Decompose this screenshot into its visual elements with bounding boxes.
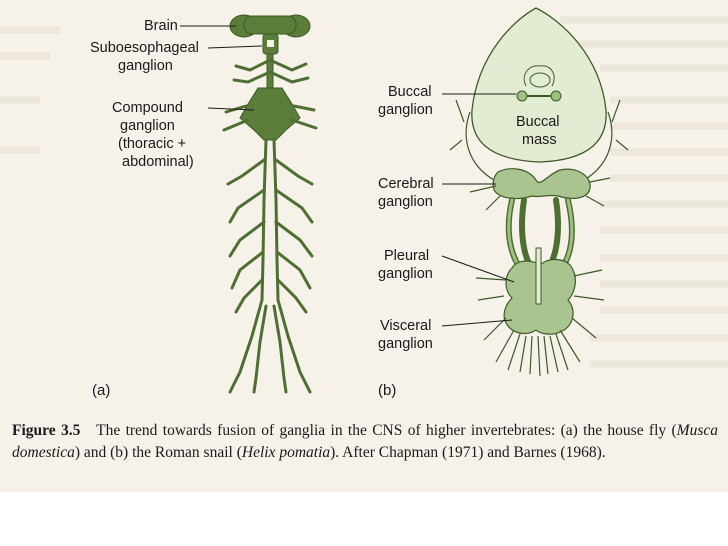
figure-scan: Brain Suboesophageal ganglion Compound g… [0, 0, 728, 492]
snail-label-cerebral-line2: ganglion [378, 194, 433, 210]
fly-label-brain: Brain [144, 18, 178, 34]
panel-label-a: (a) [92, 382, 111, 399]
snail-label-pleural-line2: ganglion [378, 266, 433, 282]
panel-label-b: (b) [378, 382, 397, 399]
snail-label-cerebral-line1: Cerebral [378, 176, 434, 192]
fly-label-compound-line4: abdominal) [122, 154, 194, 170]
nervous-system-diagram [0, 7, 728, 394]
caption-text-1: The trend towards fusion of ganglia in t… [96, 422, 677, 439]
fly-label-compound-line3: (thoracic + [118, 136, 187, 152]
caption-species-fly: Musca domestica [12, 422, 718, 461]
figure-number: Figure 3.5 [12, 422, 81, 439]
snail-label-visceral-line2: ganglion [378, 336, 433, 352]
snail-buccal-ganglion-left [516, 90, 528, 102]
caption-text-3: ). After Chapman (1971) and Barnes (1968… [330, 444, 606, 461]
fly-label-suboesophageal-line1: Suboesophageal [90, 40, 199, 56]
fly-label-compound-line2: ganglion [120, 118, 175, 134]
caption-species-snail: Helix pomatia [241, 444, 331, 461]
snail-buccal-mass [471, 7, 607, 163]
snail-label-pleural-line1: Pleural [384, 248, 430, 264]
fly-nerves [222, 58, 318, 394]
snail-buccal-ganglion-right [550, 90, 562, 102]
fly-label-suboesophageal-line2: ganglion [118, 58, 173, 74]
background-page-texture [0, 16, 728, 368]
snail-label-buccal-mass-line2: mass [522, 132, 557, 148]
snail-label-visceral-line1: Visceral [380, 318, 432, 334]
snail-label-buccal-mass-line1: Buccal [516, 114, 560, 130]
figure-caption: Figure 3.5 The trend towards fusion of g… [12, 420, 718, 464]
snail-label-buccal-line1: Buccal [388, 84, 432, 100]
snail-leader-lines [441, 93, 516, 327]
fly-leader-lines [180, 25, 263, 111]
snail-label-buccal-line2: ganglion [378, 102, 433, 118]
caption-text-2: ) and (b) the Roman snail ( [74, 444, 242, 461]
fly-label-compound-line1: Compound [112, 100, 183, 116]
fly-compound-ganglion [239, 87, 301, 141]
snail-cerebral-ganglion [492, 168, 591, 200]
snail-nervous-system [449, 7, 629, 377]
